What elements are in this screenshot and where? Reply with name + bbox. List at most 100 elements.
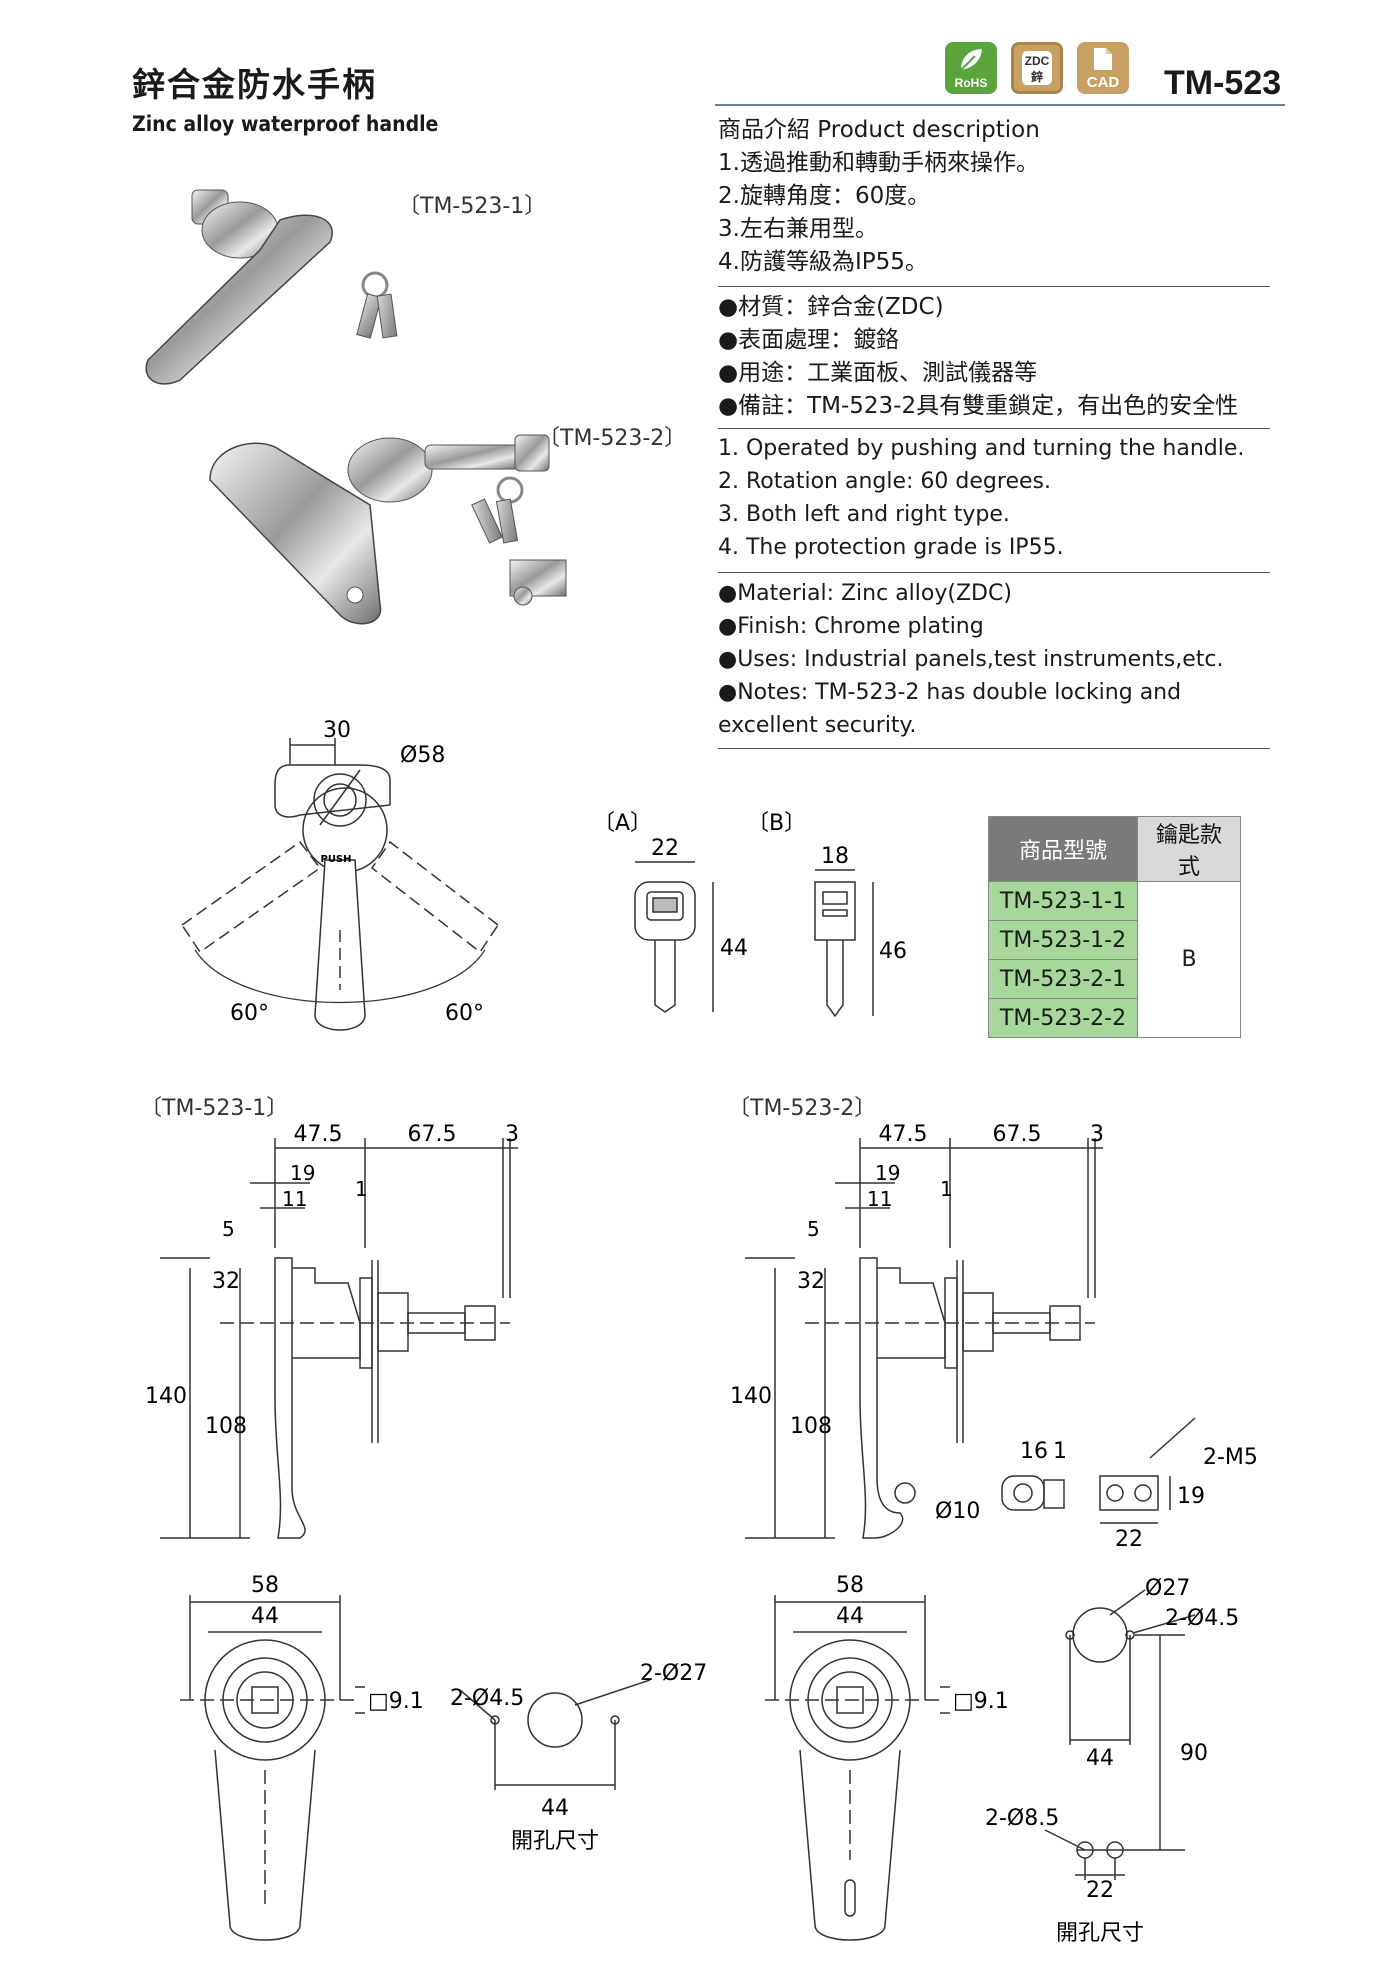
model-cell: TM-523-1-2 — [988, 920, 1138, 960]
dim-square: □9.1 — [368, 1689, 424, 1714]
dim-1: 1 — [355, 1177, 368, 1201]
side-view-1-label: 〔TM-523-1〕 — [140, 1096, 289, 1121]
keys-photo-2 — [471, 476, 567, 606]
specs-en-list: ●Material: Zinc alloy(ZDC) ●Finish: Chro… — [718, 577, 1223, 742]
model-number: TM-523 — [1164, 64, 1282, 102]
table-header-key: 鑰匙款式 — [1137, 816, 1241, 882]
angle-right: 60° — [445, 1001, 484, 1026]
list-item: 4.防護等級為IP55。 — [718, 249, 928, 275]
dim-108: 108 — [205, 1414, 247, 1439]
cutout-caption: 開孔尺寸 — [511, 1829, 599, 1854]
dim-width: 30 — [323, 718, 351, 743]
dim-11: 11 — [282, 1187, 307, 1211]
cutout-1-drawing: 2-Ø4.5 2-Ø27 44 開孔尺寸 — [450, 1661, 707, 1854]
keys-photo-1 — [356, 271, 398, 339]
key-type-cell: B — [1137, 881, 1241, 1038]
key-b-width: 18 — [821, 844, 849, 869]
list-item: ●Notes: TM-523-2 has double locking and — [718, 680, 1182, 705]
dim-44: 44 — [836, 1604, 864, 1629]
dim-32: 32 — [212, 1269, 240, 1294]
key-drawings: 〔A〕 22 44 〔B〕 18 46 — [593, 811, 907, 1018]
dim-2-8-5: 2-Ø8.5 — [985, 1806, 1059, 1831]
dim-16: 16 — [1020, 1439, 1048, 1464]
list-item: ●材質：鋅合金(ZDC) — [718, 294, 944, 320]
dim-58: 58 — [836, 1573, 864, 1598]
cad-label: CAD — [1086, 74, 1120, 91]
header-divider — [715, 104, 1285, 106]
front-view-2-drawing: 58 44 □9.1 — [765, 1573, 1009, 1941]
file-icon — [1094, 48, 1112, 70]
model-cell: TM-523-2-2 — [988, 998, 1138, 1038]
list-item: 2.旋轉角度：60度。 — [718, 183, 931, 209]
list-item: ●Material: Zinc alloy(ZDC) — [718, 581, 1012, 606]
dim-2-4-5: 2-Ø4.5 — [450, 1686, 524, 1711]
key-a-width: 22 — [651, 836, 679, 861]
list-item: 4. The protection grade is IP55. — [718, 535, 1064, 560]
rohs-label: RoHS — [954, 76, 988, 90]
dim-3: 3 — [1090, 1122, 1104, 1147]
dim-1b: 1 — [1053, 1439, 1067, 1464]
list-item: ●表面處理：鍍鉻 — [718, 327, 900, 353]
dim-44c: 44 — [1086, 1746, 1114, 1771]
dim-58: 58 — [251, 1573, 279, 1598]
table-row: TM-523-1-2 — [988, 920, 1241, 960]
features-cn-list: 1.透過推動和轉動手柄來操作。 2.旋轉角度：60度。 3.左右兼用型。 4.防… — [718, 147, 1039, 279]
model-key-table: 商品型號 鑰匙款式 TM-523-1-1 B TM-523-1-2 TM-523… — [988, 816, 1241, 1038]
page-title-cn: 鋅合金防水手柄 — [132, 65, 377, 104]
divider — [718, 748, 1270, 749]
dim-67-5: 67.5 — [408, 1122, 457, 1147]
page-title-en: Zinc alloy waterproof handle — [132, 112, 439, 136]
table-header-model: 商品型號 — [988, 816, 1138, 882]
divider — [718, 572, 1270, 573]
leaf-icon — [960, 49, 982, 71]
cad-badge: CAD — [1077, 42, 1129, 94]
dim-2-4-5b: 2-Ø4.5 — [1165, 1606, 1239, 1631]
dim-90: 90 — [1180, 1741, 1208, 1766]
dim-140: 140 — [730, 1384, 772, 1409]
key-a-label: 〔A〕 — [593, 811, 652, 836]
list-item: ●用途：工業面板、測試儀器等 — [718, 360, 1038, 386]
dim-hole-10: Ø10 — [935, 1499, 980, 1524]
list-item: 3. Both left and right type. — [718, 502, 1010, 527]
dim-44b: 44 — [541, 1796, 569, 1821]
dim-diameter: Ø58 — [400, 743, 445, 768]
zdc-sub: 鋅 — [1030, 70, 1043, 84]
key-b-label: 〔B〕 — [747, 811, 806, 836]
dim-22: 22 — [1115, 1527, 1143, 1552]
dim-22b: 22 — [1086, 1878, 1114, 1903]
dim-5: 5 — [807, 1217, 820, 1241]
model-cell: TM-523-1-1 — [988, 881, 1138, 921]
list-item: ●Uses: Industrial panels,test instrument… — [718, 647, 1224, 672]
dim-1: 1 — [940, 1177, 953, 1201]
product-photos — [145, 189, 567, 625]
table-row: TM-523-1-1 B — [988, 881, 1241, 1038]
specs-cn-list: ●材質：鋅合金(ZDC) ●表面處理：鍍鉻 ●用途：工業面板、測試儀器等 ●備註… — [718, 291, 1238, 423]
side-view-1-drawing: 47.5 67.5 3 19 11 1 5 32 140 108 — [145, 1122, 519, 1539]
dim-3: 3 — [505, 1122, 519, 1147]
dim-square: □9.1 — [953, 1689, 1009, 1714]
photo-label-2: 〔TM-523-2〕 — [538, 426, 687, 451]
dim-11: 11 — [867, 1187, 892, 1211]
list-item: 1. Operated by pushing and turning the h… — [718, 436, 1245, 461]
rotation-drawing: 30 Ø58 PUSH 60° 60° — [180, 718, 500, 1031]
zdc-label: ZDC — [1024, 54, 1050, 68]
dim-47-5: 47.5 — [879, 1122, 928, 1147]
list-item: 3.左右兼用型。 — [718, 216, 878, 242]
dim-47-5: 47.5 — [294, 1122, 343, 1147]
list-item: 2. Rotation angle: 60 degrees. — [718, 469, 1051, 494]
table-row: TM-523-2-1 — [988, 959, 1241, 999]
description-title: 商品介紹 Product description — [718, 117, 1040, 143]
cutout-caption-2: 開孔尺寸 — [1056, 1921, 1144, 1946]
model-cell: TM-523-2-1 — [988, 959, 1138, 999]
dim-5: 5 — [222, 1217, 235, 1241]
dim-2-27: 2-Ø27 — [640, 1661, 707, 1686]
divider — [718, 428, 1270, 429]
dim-19b: 19 — [1177, 1484, 1205, 1509]
divider — [718, 286, 1270, 287]
dim-67-5: 67.5 — [993, 1122, 1042, 1147]
list-item: 1.透過推動和轉動手柄來操作。 — [718, 150, 1039, 176]
table-header-row: 商品型號 鑰匙款式 — [988, 816, 1241, 882]
side-view-2-label: 〔TM-523-2〕 — [728, 1096, 877, 1121]
front-view-1-drawing: 58 44 □9.1 — [180, 1573, 424, 1941]
key-b-height: 46 — [879, 939, 907, 964]
